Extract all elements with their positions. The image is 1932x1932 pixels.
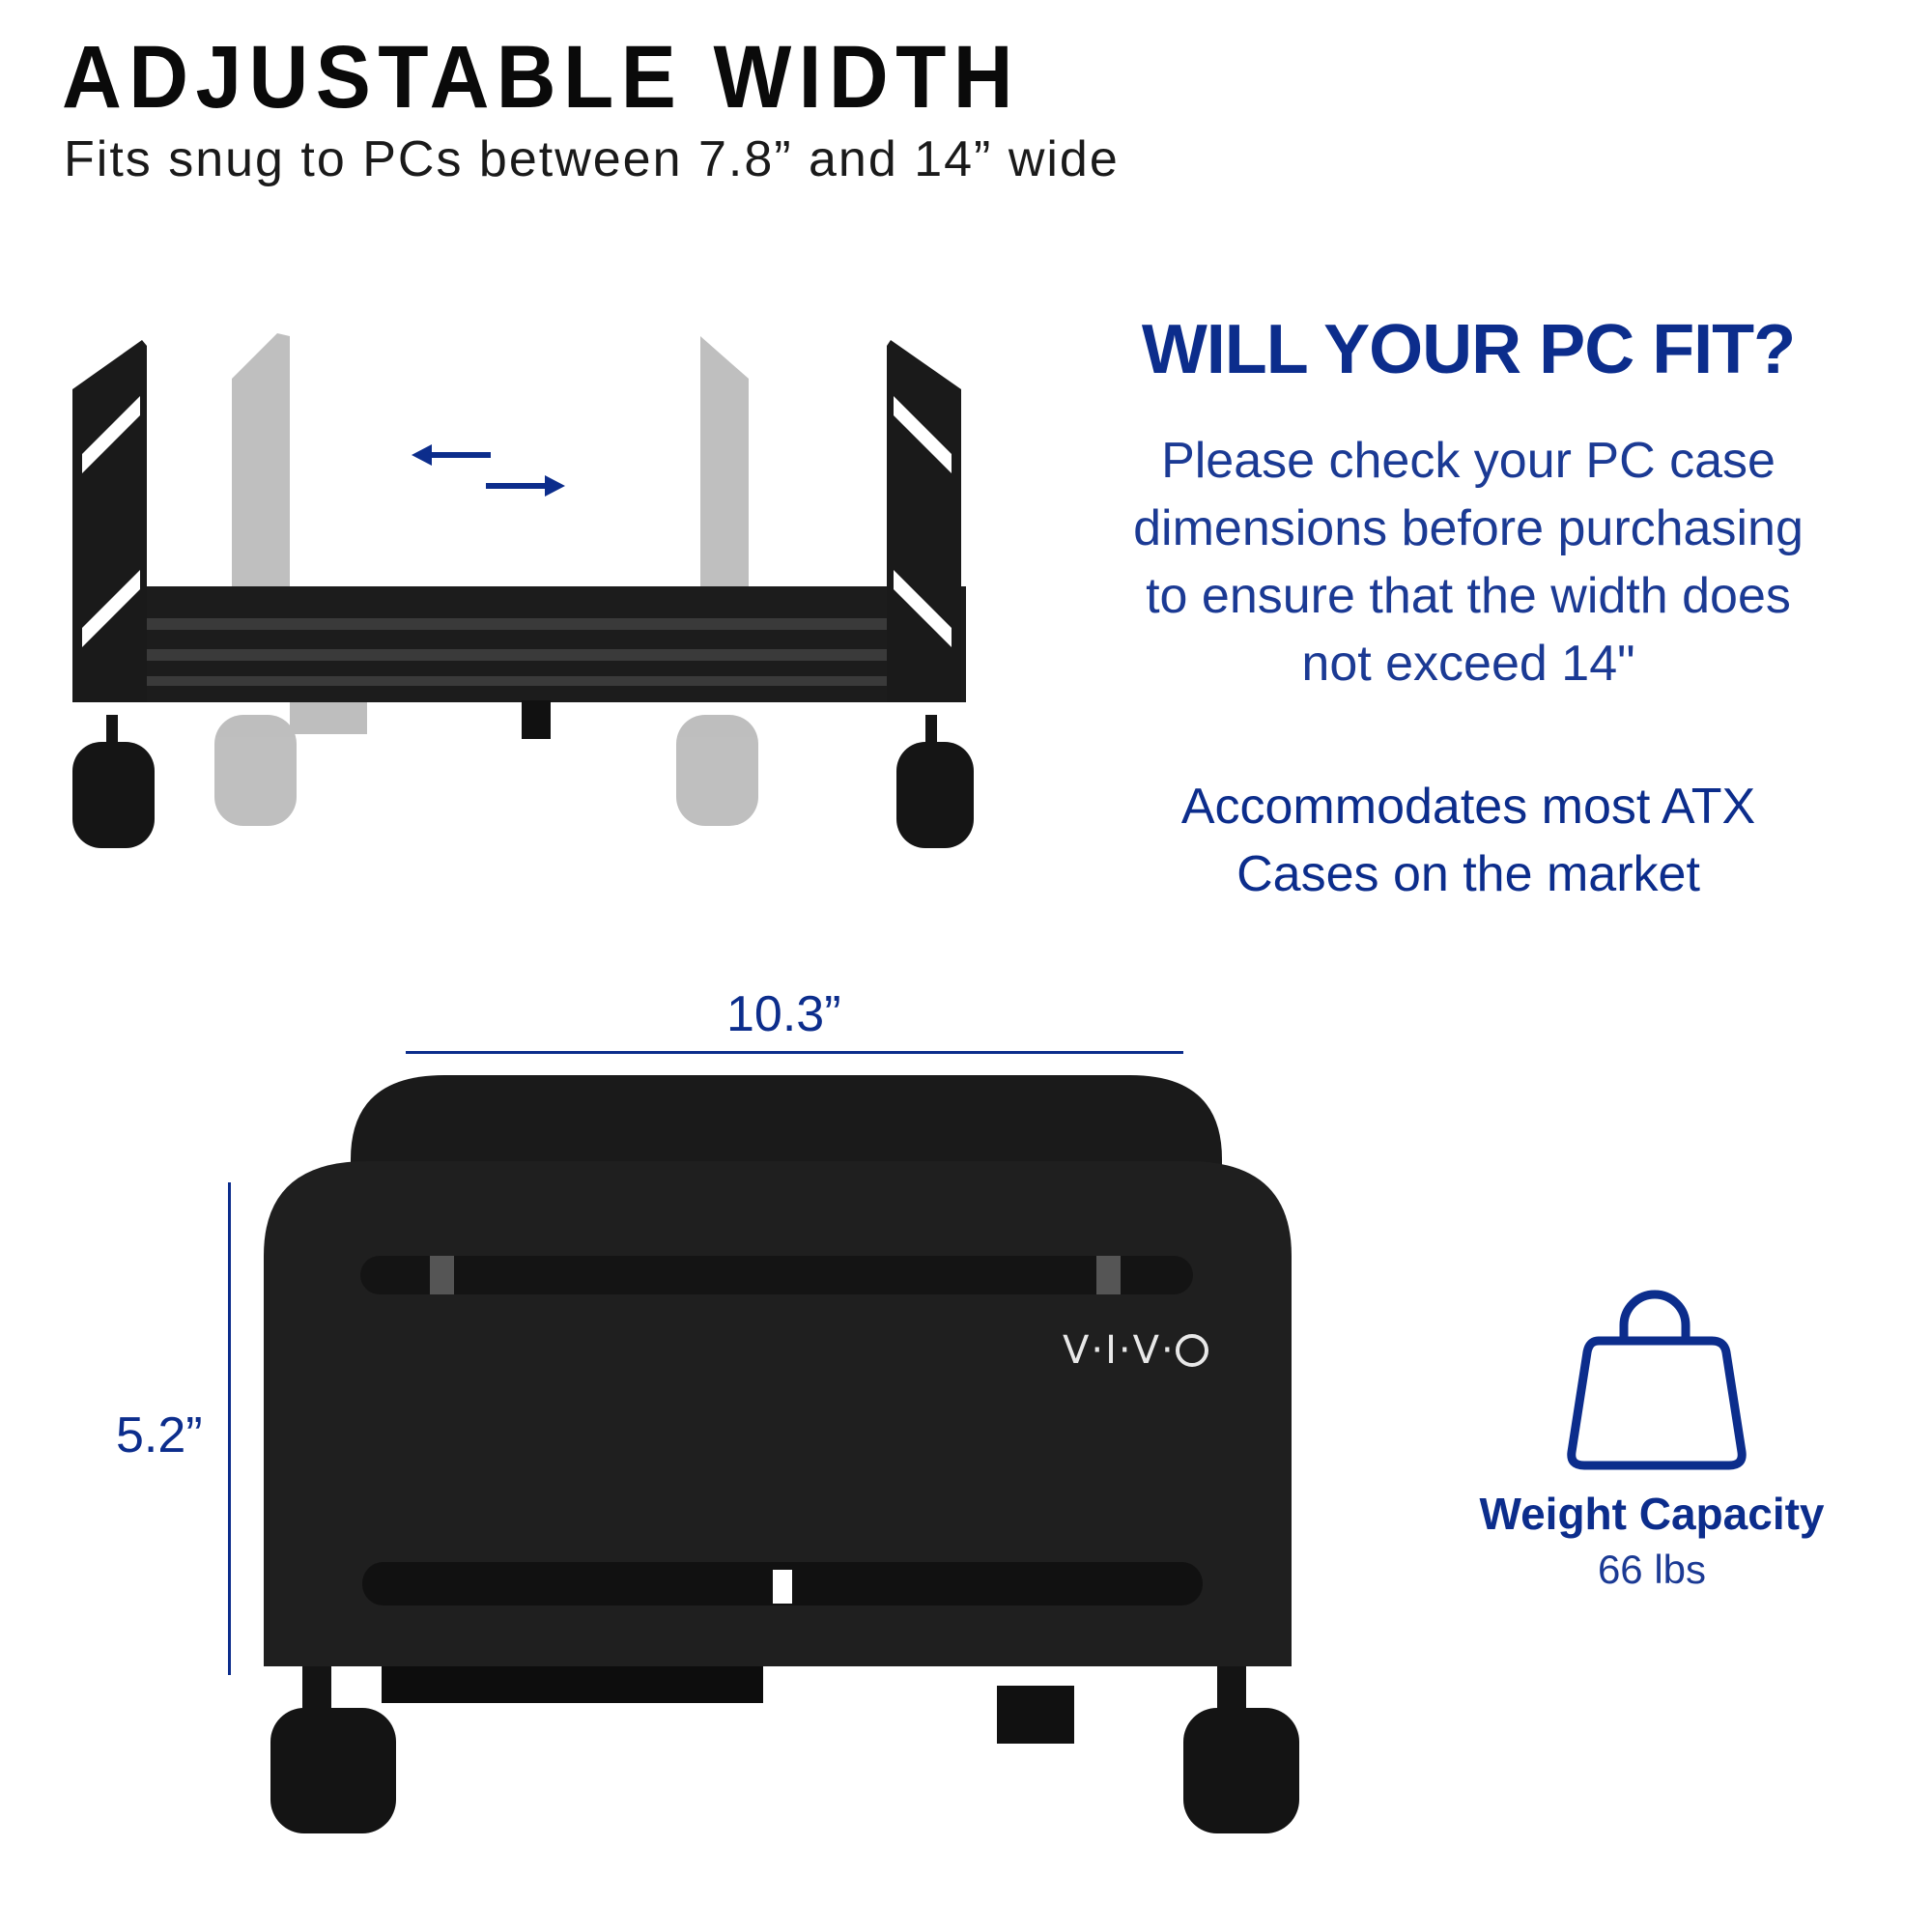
height-dimension-label: 5.2” — [116, 1407, 203, 1463]
height-dimension-line — [228, 1182, 231, 1675]
fit-description: Please check your PC case dimensions bef… — [1133, 433, 1804, 692]
faded-bracket-positions — [214, 333, 758, 826]
weight-capacity-value: 66 lbs — [1597, 1547, 1707, 1592]
width-dimension-line — [406, 1051, 1183, 1054]
width-dimension-label: 10.3” — [726, 986, 841, 1042]
vivo-brand-logo: V·I·V· — [1063, 1331, 1208, 1370]
adjust-arrows — [412, 444, 565, 497]
page-subtitle: Fits snug to PCs between 7.8” and 14” wi… — [64, 131, 1120, 187]
brand-logo-text: V·I·V· — [1063, 1328, 1176, 1373]
brand-swirl-icon — [1175, 1334, 1208, 1367]
weight-capacity-title: Weight Capacity — [1479, 1489, 1825, 1539]
cart-front-view-illustration — [264, 1075, 1299, 1833]
arrow-left-icon — [412, 444, 491, 466]
arrow-right-icon — [486, 475, 565, 497]
weight-icon — [1567, 1290, 1747, 1470]
adjustable-cart-illustration — [72, 333, 974, 848]
fit-heading: WILL YOUR PC FIT? — [1141, 311, 1796, 388]
atx-compatibility-note: Accommodates most ATX Cases on the marke… — [1180, 779, 1756, 902]
page-title: ADJUSTABLE WIDTH — [62, 28, 1021, 127]
